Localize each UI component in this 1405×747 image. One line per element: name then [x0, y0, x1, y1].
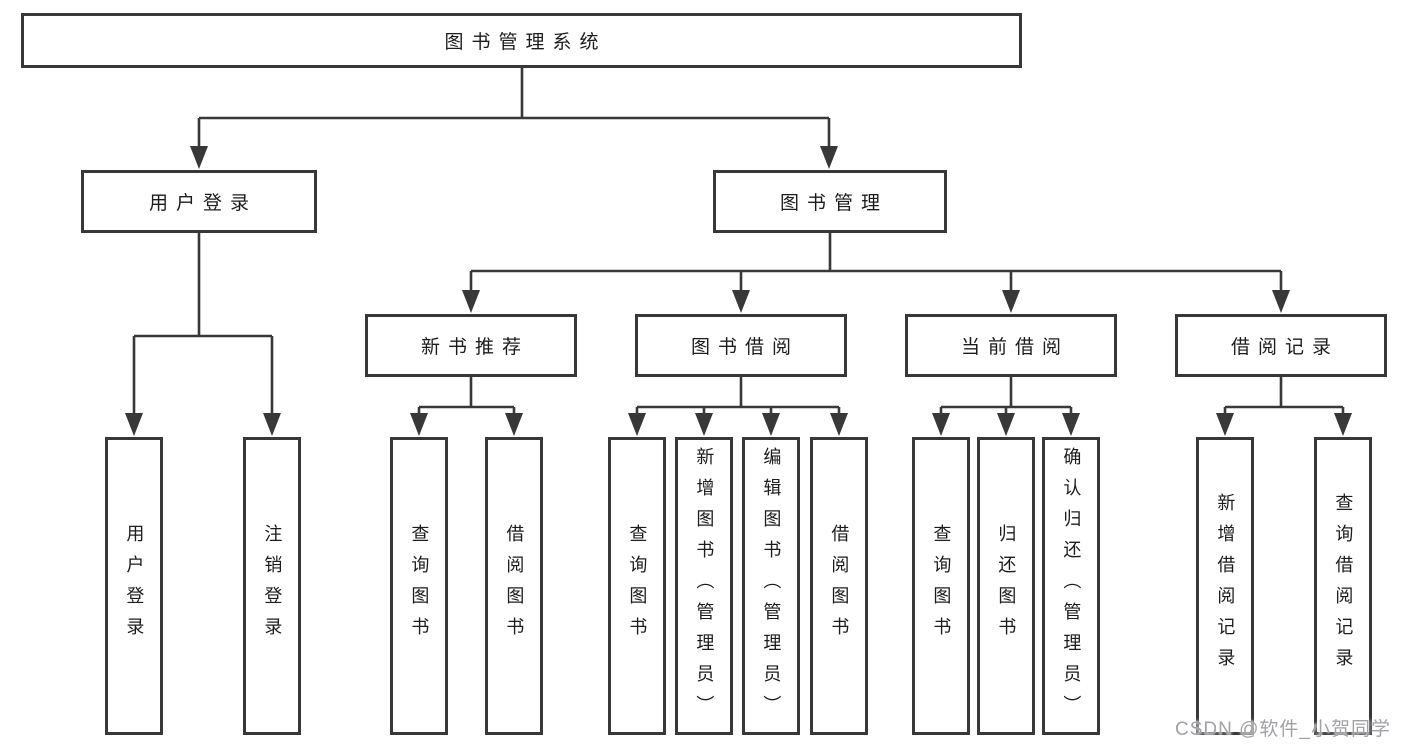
connector-root-to-level2 [190, 68, 838, 169]
arrowhead [820, 146, 838, 169]
leaf-edit-books-admin: 编辑图书（管理员） [742, 437, 800, 735]
arrowhead [628, 413, 646, 436]
node-label: 借阅图书 [829, 524, 850, 648]
arrowhead [1216, 413, 1234, 436]
node-root-library-system: 图书管理系统 [21, 13, 1022, 68]
connector-current-borrow-to-leaves [932, 377, 1080, 436]
arrowhead [695, 413, 713, 436]
leaf-borrow-books: 借阅图书 [810, 437, 868, 735]
leaf-user-login: 用户登录 [105, 437, 163, 735]
arrowhead [263, 413, 281, 436]
connector-new-book-to-leaves [410, 377, 523, 436]
node-label: 归还图书 [996, 524, 1017, 648]
leaf-add-books-admin: 新增图书（管理员） [675, 437, 733, 735]
leaf-add-borrow-record: 新增借阅记录 [1196, 437, 1254, 735]
arrowhead [410, 413, 428, 436]
connector-book-borrow-to-leaves [628, 377, 848, 436]
node-current-borrow: 当前借阅 [905, 314, 1117, 377]
connector-borrow-record-to-leaves [1216, 377, 1352, 436]
node-label: 新增借阅记录 [1215, 493, 1236, 679]
leaf-confirm-return-admin: 确认归还（管理员） [1042, 437, 1100, 735]
csdn-watermark: CSDN @软件_小贺同学 [1175, 719, 1391, 740]
leaf-query-books-recommend: 查询图书 [390, 437, 448, 735]
node-label: 确认归还（管理员） [1061, 446, 1082, 726]
node-label: 查询图书 [931, 524, 952, 648]
arrowhead [830, 413, 848, 436]
leaf-query-borrow-record: 查询借阅记录 [1314, 437, 1372, 735]
arrowhead [190, 146, 208, 169]
arrowhead [762, 413, 780, 436]
node-label: 查询借阅记录 [1333, 493, 1354, 679]
node-label: 图书管理 [779, 193, 888, 214]
arrowhead [932, 413, 950, 436]
leaf-borrow-books-recommend: 借阅图书 [485, 437, 543, 735]
leaf-query-books-borrow: 查询图书 [608, 437, 666, 735]
node-label: 查询图书 [627, 524, 648, 648]
leaf-return-books: 归还图书 [977, 437, 1035, 735]
node-label: 当前借阅 [960, 337, 1069, 358]
node-user-login: 用户登录 [81, 170, 317, 233]
node-label: 注销登录 [262, 524, 283, 648]
leaf-query-books-current: 查询图书 [912, 437, 970, 735]
node-borrow-record: 借阅记录 [1175, 314, 1387, 377]
node-label: 图书管理系统 [444, 32, 607, 53]
node-new-book-recommend: 新书推荐 [365, 314, 577, 377]
leaf-logout: 注销登录 [243, 437, 301, 735]
node-label: 用户登录 [124, 524, 145, 648]
node-label: 新增图书（管理员） [694, 446, 715, 726]
node-label: 编辑图书（管理员） [761, 446, 782, 726]
node-label: 图书借阅 [690, 337, 799, 358]
node-label: 查询图书 [409, 524, 430, 648]
arrowhead [125, 413, 143, 436]
node-book-management: 图书管理 [713, 170, 947, 233]
node-book-borrow: 图书借阅 [635, 314, 847, 377]
node-label: 新书推荐 [420, 337, 529, 358]
arrowhead [505, 413, 523, 436]
node-label: 借阅记录 [1230, 337, 1339, 358]
arrowhead [1334, 413, 1352, 436]
arrowhead [462, 290, 480, 313]
arrowhead [1272, 290, 1290, 313]
arrowhead [732, 290, 750, 313]
connector-user-login-to-leaves [125, 233, 281, 436]
arrowhead [1062, 413, 1080, 436]
node-label: 用户登录 [148, 193, 257, 214]
connector-book-mgmt-to-level3 [462, 233, 1290, 313]
node-label: 借阅图书 [504, 524, 525, 648]
arrowhead [997, 413, 1015, 436]
arrowhead [1002, 290, 1020, 313]
